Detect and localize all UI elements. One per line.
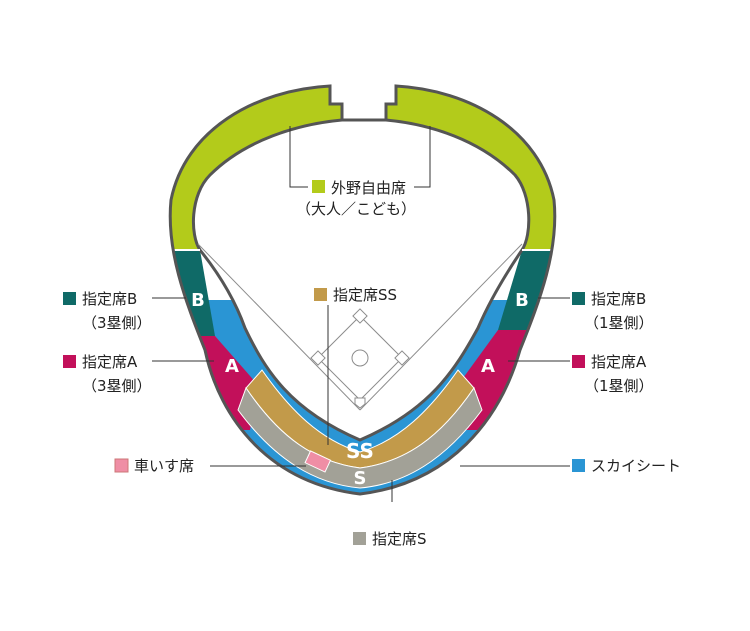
seat-s-label: 指定席S bbox=[372, 530, 427, 548]
baseball-diamond bbox=[197, 243, 523, 411]
field-area bbox=[191, 118, 531, 442]
bowl-outline bbox=[168, 84, 557, 496]
wheelchair-zone[interactable] bbox=[304, 450, 332, 473]
seat-a-right-label: 指定席A bbox=[591, 353, 647, 371]
seat-b-left-label: 指定席B bbox=[82, 290, 137, 308]
seat-s-code: S bbox=[354, 468, 367, 489]
second-base bbox=[352, 308, 368, 324]
seat-a-left-label: 指定席A bbox=[82, 353, 138, 371]
seat-a-right-sublabel: （1塁側） bbox=[584, 377, 654, 395]
seat-a-left-sublabel: （3塁側） bbox=[82, 377, 152, 395]
wheelchair-label: 車いす席 bbox=[134, 457, 194, 475]
seat-s-swatch bbox=[353, 532, 366, 545]
wheelchair-swatch bbox=[114, 458, 129, 473]
outfield-label: 外野自由席 bbox=[331, 179, 406, 197]
outfield-sublabel: （大人／こども） bbox=[296, 200, 416, 218]
seat-b-left-code: B bbox=[191, 290, 205, 311]
seat-a-left-code: A bbox=[225, 356, 239, 377]
leader-lines bbox=[152, 126, 570, 502]
outfield-swatch bbox=[312, 180, 325, 193]
seat-a-left-swatch bbox=[63, 355, 76, 368]
sky-seat-label: スカイシート bbox=[591, 457, 681, 475]
seat-a-right-code: A bbox=[481, 356, 495, 377]
seat-b-right-label: 指定席B bbox=[591, 290, 646, 308]
seat-b-right-sublabel: （1塁側） bbox=[584, 314, 654, 332]
home-plate bbox=[354, 397, 366, 409]
seat-ss-code: SS bbox=[346, 439, 374, 463]
seat-a-right-swatch bbox=[572, 355, 585, 368]
third-base bbox=[310, 350, 326, 366]
first-base bbox=[394, 350, 410, 366]
sky-seat-swatch bbox=[572, 459, 585, 472]
seat-ss-swatch bbox=[314, 288, 327, 301]
seat-ss-label: 指定席SS bbox=[333, 286, 397, 304]
seat-b-left-sublabel: （3塁側） bbox=[82, 314, 152, 332]
seat-b-right-code: B bbox=[515, 290, 529, 311]
seat-b-left-swatch bbox=[63, 292, 76, 305]
pitchers-mound bbox=[351, 349, 369, 367]
seat-b-right-swatch bbox=[572, 292, 585, 305]
